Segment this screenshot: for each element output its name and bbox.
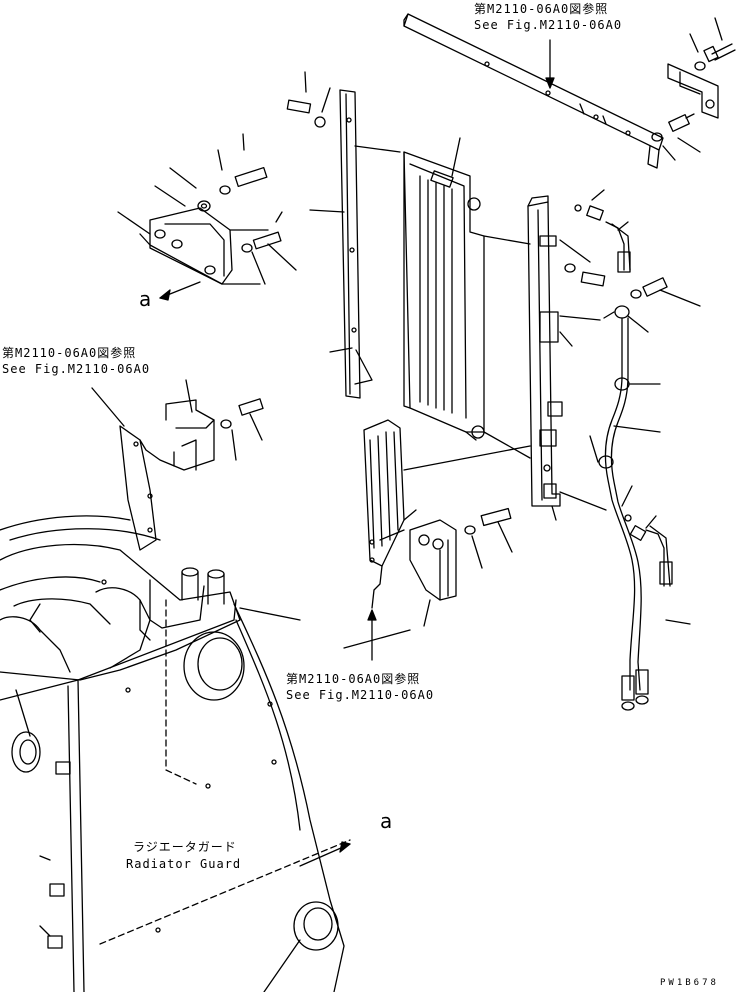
lower-mount-bracket [409,519,457,627]
reference-label-bottom-ja: 第M2110-06A0図参照 [286,672,421,686]
reference-arrowhead-bottom [367,609,377,621]
bolt-right-frame [564,263,606,287]
left-frame-strip [309,89,401,399]
body-side-clips [15,689,71,949]
radiator-core [403,137,531,459]
bolt-left-frame-top [286,71,331,128]
part-label-ja: ラジエータガード [133,840,237,854]
guide-line-2 [99,839,351,945]
reference-label-top-en: See Fig.M2110-06A0 [474,18,623,32]
right-frame [527,195,607,521]
machine-body [0,515,345,992]
corner-bracket [667,63,719,119]
guide-line-1 [165,599,197,785]
body-lower-port [293,901,339,951]
guide-line-4 [379,445,531,541]
part-label-en: Radiator Guard [126,857,242,871]
top-bracket-bar [403,13,664,169]
bolt-top-right [689,17,736,71]
lower-grille-panel [363,419,417,609]
reference-label-bottom-en: See Fig.M2110-06A0 [286,688,435,702]
bolt-lower-bracket [464,507,513,569]
view-mark-upper: a [139,287,152,311]
bolt-side-bracket [220,398,264,461]
view-a-arrowhead-upper [159,289,171,301]
left-hardware-stack [154,133,268,212]
body-round-port [183,631,245,701]
left-mount-bracket [117,207,269,285]
guide-line-3 [239,607,411,649]
bolt-right-clamp [630,277,701,307]
side-mount-bracket [91,379,215,551]
reference-label-left-en: See Fig.M2110-06A0 [2,362,151,376]
view-mark-lower: a [380,809,393,833]
reference-label-left-ja: 第M2110-06A0図参照 [2,346,137,360]
hose-clamp-upper [603,305,649,333]
bolt-left-mid [241,211,297,285]
reference-label-top-ja: 第M2110-06A0図参照 [474,2,609,16]
view-a-arrowhead-lower [339,841,351,853]
drain-hose [589,317,691,711]
drawing-code: PW1B678 [660,978,719,988]
reference-arrowhead-top [545,77,555,89]
bolt-right-bar [651,113,701,161]
upper-hose-fitting [574,189,631,273]
body-left-port [11,731,41,773]
